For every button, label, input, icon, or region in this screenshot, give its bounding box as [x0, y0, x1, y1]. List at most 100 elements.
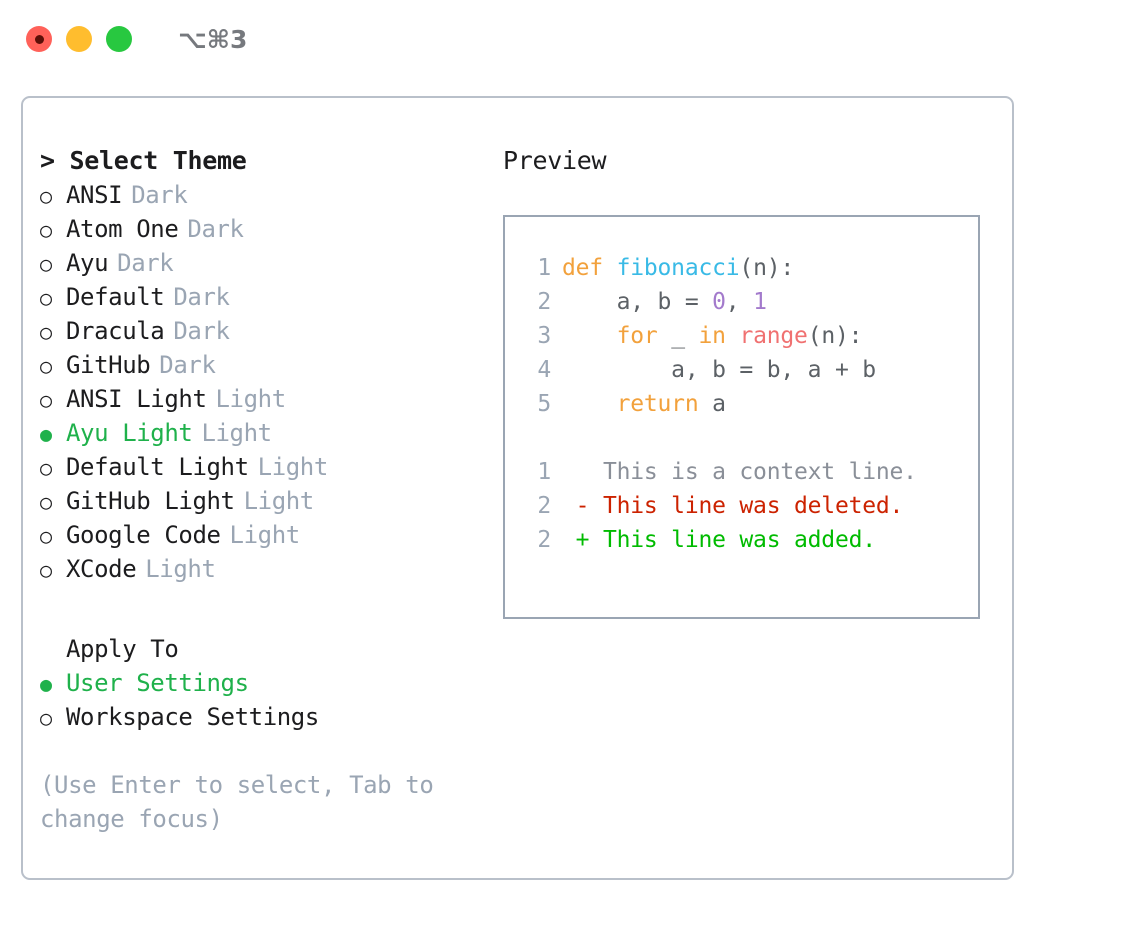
diff-line-content: + This line was added.: [562, 527, 876, 553]
apply-to-option-label: Workspace Settings: [66, 703, 319, 731]
theme-variant-badge: Light: [257, 453, 329, 481]
code-line: 3 for _ in range(n):: [521, 319, 978, 353]
radio-unselected-icon: ○: [40, 388, 52, 412]
code-line-number: 5: [537, 391, 551, 417]
diff-line-del: 2 - This line was deleted.: [521, 489, 978, 523]
theme-option-label: Default: [66, 283, 165, 311]
diff-line-number: 1: [537, 459, 551, 485]
code-token-plain: _: [657, 323, 699, 349]
preview-heading: Preview: [503, 146, 607, 175]
theme-variant-badge: Light: [145, 555, 216, 583]
close-button[interactable]: [26, 26, 52, 52]
maximize-button[interactable]: [106, 26, 132, 52]
code-token-plain: [726, 323, 740, 349]
code-token-plain: a, b = b, a + b: [562, 357, 876, 383]
theme-option-default-light[interactable]: ○ Default Light Light: [40, 450, 486, 484]
code-token-kw: def: [562, 255, 617, 281]
code-line: 5 return a: [521, 387, 978, 421]
diff-line-content: This is a context line.: [562, 459, 917, 485]
code-token-plain: a, b =: [562, 289, 713, 315]
code-token-kw: return: [616, 391, 699, 417]
radio-unselected-icon: ○: [40, 218, 52, 242]
theme-option-label: ANSI Light: [66, 385, 207, 413]
code-line-number: 1: [537, 255, 551, 281]
theme-option-default[interactable]: ○ Default Dark: [40, 280, 486, 314]
radio-unselected-icon: ○: [40, 320, 52, 344]
diff-sample: 1 This is a context line.2 - This line w…: [521, 455, 978, 557]
apply-to-option-list[interactable]: ● User Settings ○ Workspace Settings: [40, 666, 486, 734]
code-token-builtin: range: [739, 323, 808, 349]
theme-variant-badge: Light: [215, 385, 287, 413]
code-line-number: 2: [537, 289, 551, 315]
code-line-content: return a: [562, 387, 726, 421]
code-line-content: a, b = b, a + b: [562, 353, 876, 387]
theme-option-label: GitHub: [66, 351, 151, 379]
code-line-content: def fibonacci(n):: [562, 251, 794, 285]
code-token-plain: a: [698, 391, 726, 417]
theme-option-google-code[interactable]: ○ Google Code Light: [40, 518, 486, 552]
radio-unselected-icon: ○: [40, 286, 52, 310]
panel-spacer: [40, 586, 486, 632]
radio-unselected-icon: ○: [40, 184, 52, 208]
diff-line-number: 2: [537, 493, 551, 519]
apply-to-option-workspace-settings[interactable]: ○ Workspace Settings: [40, 700, 486, 734]
code-token-plain: [562, 323, 617, 349]
radio-unselected-icon: ○: [40, 524, 52, 548]
theme-option-label: GitHub Light: [66, 487, 235, 515]
diff-line-add: 2 + This line was added.: [521, 523, 978, 557]
radio-selected-icon: ●: [40, 672, 52, 696]
code-line-content: for _ in range(n):: [562, 319, 863, 353]
theme-variant-badge: Light: [201, 419, 272, 447]
theme-option-label: Ayu: [66, 249, 109, 277]
keyboard-hint: (Use Enter to select, Tab to change focu…: [40, 771, 434, 833]
code-line: 2 a, b = 0, 1: [521, 285, 978, 319]
diff-line-number: 2: [537, 527, 551, 553]
theme-option-label: ANSI: [66, 181, 123, 209]
minimize-button[interactable]: [66, 26, 92, 52]
apply-to-heading: Apply To: [66, 635, 179, 663]
theme-variant-badge: Dark: [173, 317, 230, 345]
theme-option-ansi-light[interactable]: ○ ANSI Light Light: [40, 382, 486, 416]
apply-to-option-label: User Settings: [66, 669, 249, 697]
theme-option-label: Atom One: [66, 215, 179, 243]
theme-option-label: Google Code: [66, 521, 221, 549]
radio-unselected-icon: ○: [40, 456, 52, 480]
code-token-plain: (n):: [807, 323, 863, 349]
theme-variant-badge: Light: [229, 521, 301, 549]
theme-option-dracula[interactable]: ○ Dracula Dark: [40, 314, 486, 348]
hint-spacer: [40, 734, 486, 768]
radio-unselected-icon: ○: [40, 706, 52, 730]
title-bar: ⌥⌘3: [0, 0, 1140, 78]
theme-variant-badge: Dark: [159, 351, 216, 379]
theme-option-label: Default Light: [66, 453, 249, 481]
shortcut-label: ⌥⌘3: [178, 24, 248, 54]
code-line-number: 4: [537, 357, 551, 383]
apply-to-option-user-settings[interactable]: ● User Settings: [40, 666, 486, 700]
radio-selected-icon: ●: [40, 422, 52, 446]
window-controls: [26, 26, 132, 52]
diff-line-ctx: 1 This is a context line.: [521, 455, 978, 489]
theme-option-atom-one[interactable]: ○ Atom One Dark: [40, 212, 486, 246]
code-token-plain: (n):: [739, 255, 795, 281]
code-token-kw: for: [616, 323, 658, 349]
code-token-plain: [562, 391, 617, 417]
theme-variant-badge: Light: [243, 487, 315, 515]
code-diff-separator: [521, 421, 978, 455]
select-theme-heading: > Select Theme: [40, 146, 247, 175]
code-token-plain: ,: [725, 289, 754, 315]
theme-variant-badge: Dark: [173, 283, 230, 311]
theme-variant-badge: Dark: [187, 215, 244, 243]
theme-option-label: Dracula: [66, 317, 165, 345]
